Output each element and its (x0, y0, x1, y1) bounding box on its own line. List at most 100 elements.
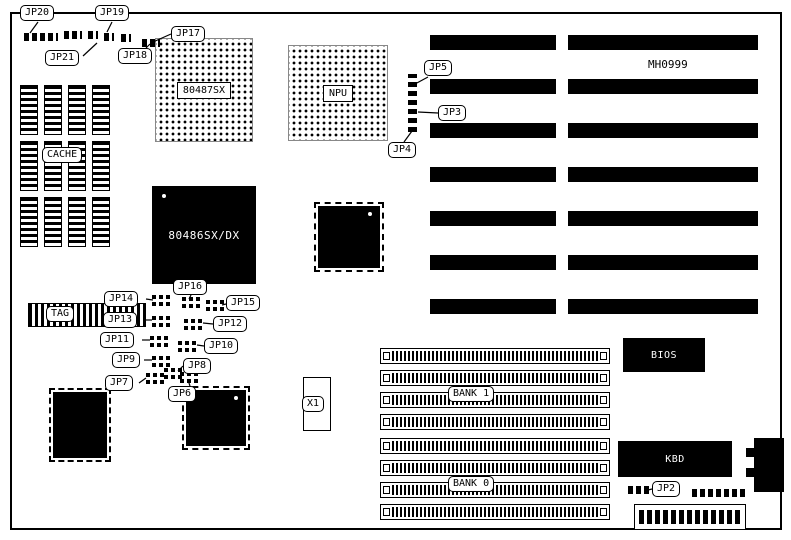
isa-slot-left (430, 167, 556, 182)
jumper-pins-jp15 (206, 300, 224, 311)
isa-slot-right (568, 123, 758, 138)
copro-socket: 80487SX (155, 38, 253, 142)
cache-chip (20, 85, 38, 135)
cache-chip (92, 141, 110, 191)
simm-latch (383, 352, 390, 360)
jumper-pins-jp19 (104, 33, 114, 41)
jumper-pins-jp12 (184, 319, 202, 330)
simm-socket-bank0 (380, 460, 610, 476)
jumper-pins-jp6 (180, 372, 198, 383)
cache-chip (92, 197, 110, 247)
jumper-label-jp14: JP14 (104, 291, 139, 307)
jumper-label-jp7: JP7 (105, 375, 134, 391)
simm-latch (600, 486, 607, 494)
simm-pins (392, 395, 598, 405)
cpu-pin1-dot (162, 194, 166, 198)
simm-latch (383, 464, 390, 472)
jumper-pins-jp13 (152, 316, 170, 327)
header-pins-bottom-right (692, 489, 746, 497)
jumper-label-jp10: JP10 (204, 338, 239, 354)
jumper-pins-top-b (88, 31, 98, 39)
npu-socket: NPU (288, 45, 388, 141)
simm-latch (383, 442, 390, 450)
bios-chip: BIOS (623, 338, 705, 372)
simm-socket-bank1 (380, 392, 610, 408)
chipset-qfp (314, 202, 384, 272)
kbd-chip: KBD (618, 441, 732, 477)
jumper-label-jp11: JP11 (100, 332, 135, 348)
tag-label: TAG (46, 306, 75, 322)
din-tab (746, 448, 754, 457)
connector-pins (639, 510, 741, 524)
jumper-pins-top-a (64, 31, 82, 39)
isa-slot-right (568, 211, 758, 226)
jumper-label-jp12: JP12 (213, 316, 248, 332)
cache-chip (20, 141, 38, 191)
jumper-pins-jp9 (152, 356, 170, 367)
simm-pins (392, 463, 598, 473)
cache-chip (44, 85, 62, 135)
cache-chip (20, 197, 38, 247)
jumper-pins-jp7 (146, 373, 164, 384)
isa-slot-left (430, 123, 556, 138)
simm-latch (600, 396, 607, 404)
jumper-pins-jp5-jp3-jp4 (408, 74, 417, 132)
simm-latch (383, 486, 390, 494)
simm-socket-bank0 (380, 504, 610, 520)
jumper-label-jp8: JP8 (183, 358, 212, 374)
jumper-pins-jp14 (152, 295, 170, 306)
jumper-label-jp15: JP15 (226, 295, 261, 311)
simm-socket-bank1 (380, 348, 610, 364)
jumper-pins-jp16 (182, 297, 200, 308)
pin-header-connector (634, 504, 746, 530)
isa-slot-right (568, 299, 758, 314)
cpu-chip: 80486SX/DX (152, 186, 256, 284)
crystal-label: X1 (302, 396, 325, 412)
cache-chip (44, 197, 62, 247)
simm-latch (600, 508, 607, 516)
simm-pins (392, 485, 598, 495)
simm-latch (600, 442, 607, 450)
jumper-pins-jp21 (121, 34, 131, 42)
jumper-label-jp4: JP4 (388, 142, 417, 158)
board-model-text: MH0999 (648, 58, 688, 71)
simm-latch (600, 352, 607, 360)
simm-pins (392, 507, 598, 517)
simm-latch (600, 418, 607, 426)
isa-slot-right (568, 79, 758, 94)
simm-latch (600, 374, 607, 382)
isa-slot-right (568, 167, 758, 182)
simm-latch (600, 464, 607, 472)
isa-slot-right (568, 35, 758, 50)
jumper-label-jp5: JP5 (424, 60, 453, 76)
isa-slot-left (430, 211, 556, 226)
cache-chip (68, 197, 86, 247)
isa-slot-left (430, 35, 556, 50)
isa-slot-right (568, 255, 758, 270)
simm-pins (392, 417, 598, 427)
simm-latch (383, 374, 390, 382)
simm-pins (392, 351, 598, 361)
simm-pins (392, 441, 598, 451)
cache-chip (68, 85, 86, 135)
jumper-label-jp9: JP9 (112, 352, 141, 368)
simm-latch (383, 418, 390, 426)
jumper-label-jp19: JP19 (95, 5, 130, 21)
jumper-label-jp17: JP17 (171, 26, 206, 42)
simm-latch (383, 396, 390, 404)
cache-label: CACHE (42, 147, 83, 163)
jumper-label-jp3: JP3 (438, 105, 467, 121)
simm-socket-bank1 (380, 370, 610, 386)
bank0-label: BANK 0 (448, 476, 495, 492)
jumper-pins-jp11 (150, 336, 168, 347)
jumper-pins-jp20 (24, 33, 58, 41)
jumper-label-jp21: JP21 (45, 50, 80, 66)
bank1-label: BANK 1 (448, 386, 495, 402)
io-qfp (49, 388, 111, 462)
jumper-label-jp2: JP2 (652, 481, 681, 497)
simm-socket-bank0 (380, 482, 610, 498)
din-tab (746, 468, 754, 477)
jumper-label-jp13: JP13 (103, 312, 138, 328)
simm-latch (383, 508, 390, 516)
